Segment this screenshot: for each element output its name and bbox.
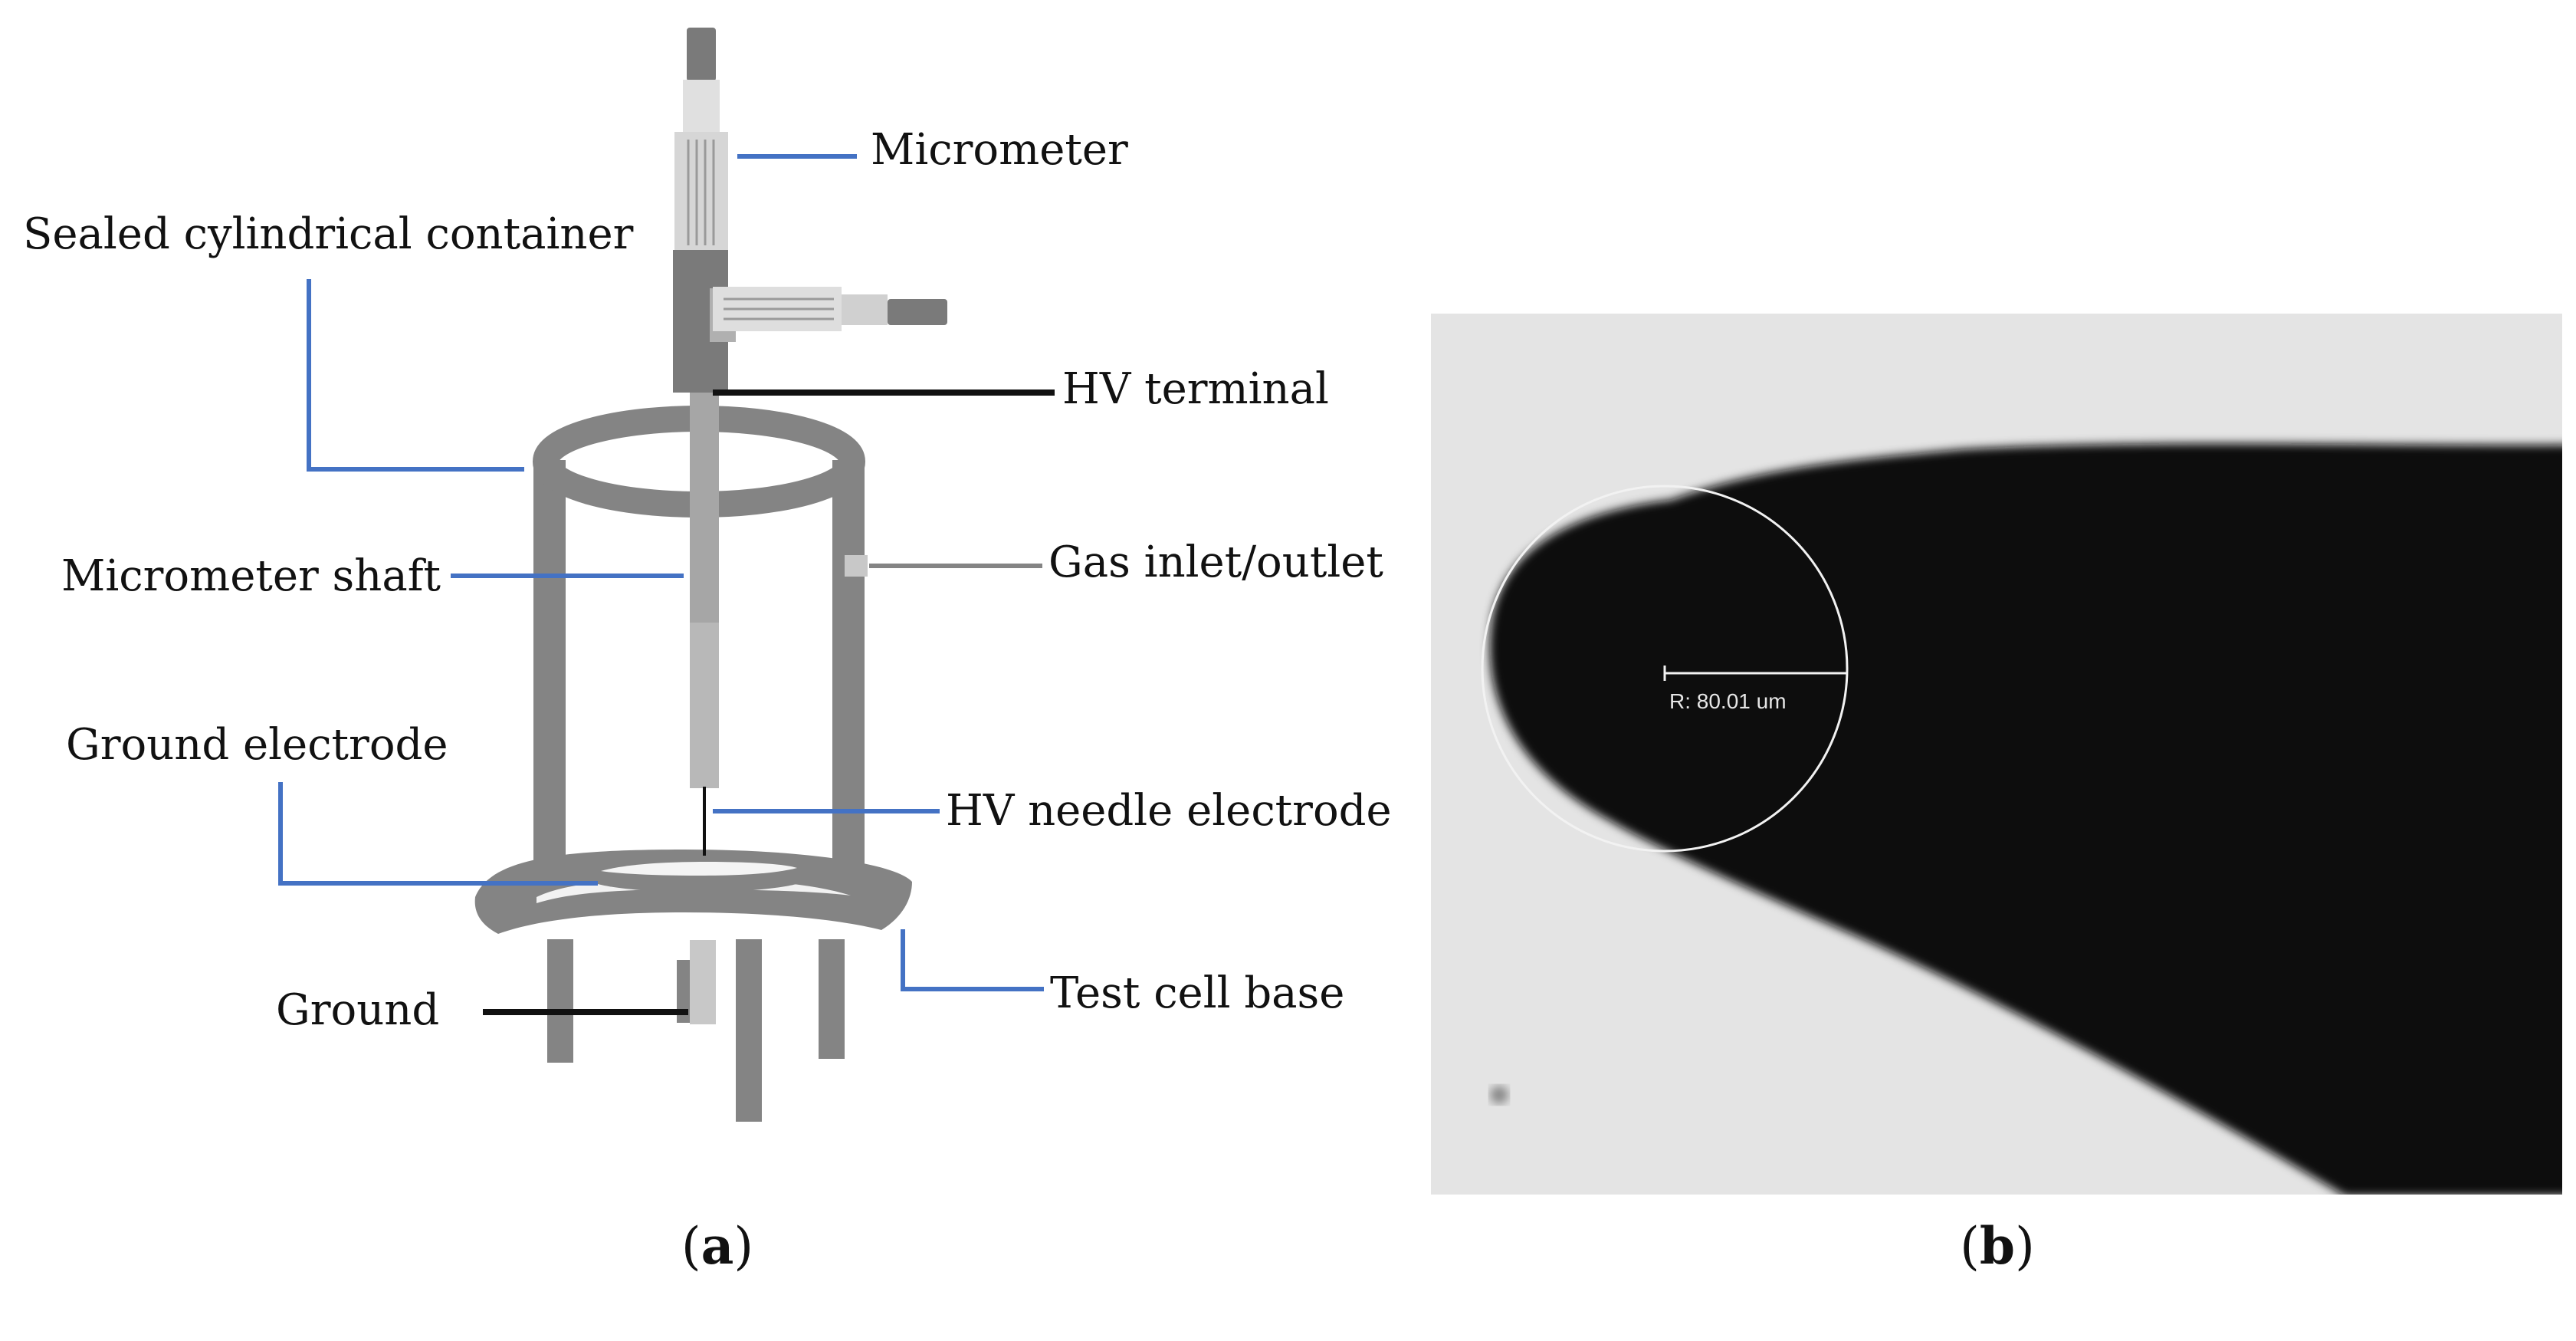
label-ground: Ground [276,985,439,1035]
caption-b-letter: b [1980,1216,2015,1276]
micrometer-shaft-lower [690,623,719,788]
caption-b-open: ( [1960,1217,1980,1276]
needle-tip-silhouette [1489,443,2562,1195]
label-ground-electrode: Ground electrode [66,720,448,770]
panel-b-micrograph: R: 80.01 um (b) [1431,314,2562,1276]
label-gas-inlet: Gas inlet/outlet [1048,537,1383,587]
caption-a-open: ( [681,1217,701,1276]
label-micrometer: Micrometer [871,125,1128,175]
caption-b: (b) [1960,1216,2035,1276]
side-micrometer [710,287,947,342]
ground-stub [690,940,716,1024]
caption-a-close: ) [733,1217,753,1276]
leader-lines [278,154,1055,1015]
panel-a-schematic: Micrometer Sealed cylindrical container … [23,28,1392,1276]
dust-speck [1490,1086,1508,1104]
schematic-labels: Micrometer Sealed cylindrical container … [23,125,1392,1035]
label-hv-needle: HV needle electrode [946,786,1392,836]
caption-a: (a) [681,1216,753,1276]
label-micrometer-shaft: Micrometer shaft [61,551,441,601]
label-test-cell-base: Test cell base [1050,968,1344,1018]
gas-inlet-port [845,555,868,577]
radius-measurement: R: 80.01 um [1669,689,1787,713]
radius-fit-circle [1481,485,1849,853]
caption-a-letter: a [701,1216,734,1276]
cylinder-walls [533,460,865,886]
ground-electrode-top [601,862,797,876]
label-sealed-container: Sealed cylindrical container [23,209,634,259]
micrometer-assembly [673,28,728,393]
caption-b-close: ) [2015,1217,2035,1276]
label-hv-terminal: HV terminal [1062,364,1329,414]
